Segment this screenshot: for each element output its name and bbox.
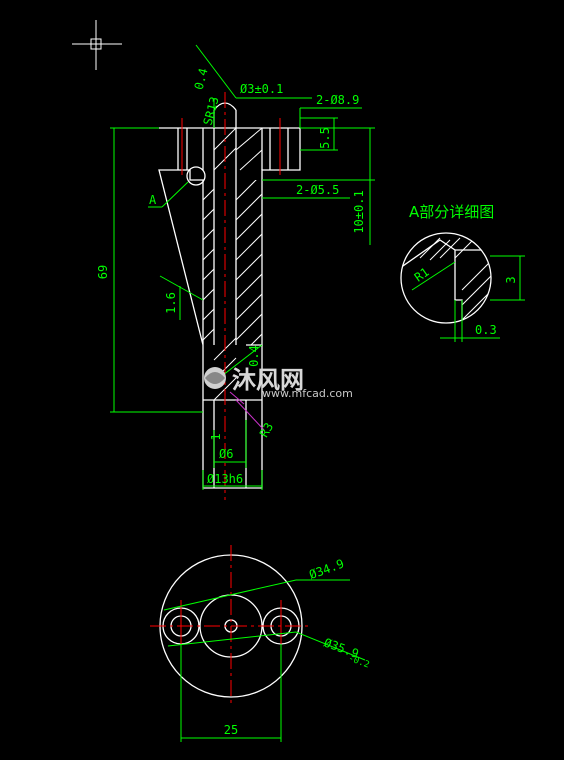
dim-1-6: 1.6: [164, 292, 178, 314]
dim-r3: R3: [257, 420, 276, 440]
dim-dia34-9: Ø34.9: [307, 556, 346, 582]
front-dimensions: 69 1.6 A 0.4 SR13 Ø3±0.1 2-Ø8.9 5.5 10±0…: [96, 44, 375, 490]
crosshair-icon: [72, 20, 122, 70]
detail-title: A部分详细图: [409, 203, 494, 221]
detail-r1: R1: [412, 265, 432, 285]
detail-w03: 0.3: [475, 323, 497, 337]
dim-25: 25: [224, 723, 238, 737]
dim-10: 10±0.1: [352, 190, 366, 233]
label-a: A: [149, 193, 157, 207]
detail-a: A部分详细图 R1 3 0.3: [400, 203, 525, 342]
detail-h3: 3: [504, 276, 518, 283]
dim-dia3: Ø3±0.1: [240, 82, 283, 96]
dim-holes-5-5: 2-Ø5.5: [296, 183, 339, 197]
dim-1: 1: [209, 433, 223, 440]
relief-groove: [186, 166, 206, 186]
dim-dia35-9-tol: -0.2: [347, 654, 371, 671]
dim-0-4-top: 0.4: [192, 67, 211, 92]
dim-69: 69: [96, 265, 110, 279]
part-outline: [158, 127, 301, 346]
front-view: [158, 92, 301, 500]
dim-0-4-lower: 0.4: [247, 345, 261, 367]
dim-holes-8-9: 2-Ø8.9: [316, 93, 359, 107]
dim-dia13h6: Ø13h6: [207, 472, 243, 486]
watermark-url: www.mfcad.com: [262, 387, 353, 400]
dim-5-5: 5.5: [318, 127, 332, 149]
dim-dia6: Ø6: [219, 447, 233, 461]
watermark-brand: 沐风网: [232, 366, 304, 394]
dim-sr13: SR13: [201, 95, 222, 127]
watermark-logo-icon: [204, 367, 226, 389]
top-view: Ø34.9 Ø35.9 -0.2 25: [150, 545, 371, 742]
watermark: 沐风网 www.mfcad.com: [204, 366, 353, 400]
